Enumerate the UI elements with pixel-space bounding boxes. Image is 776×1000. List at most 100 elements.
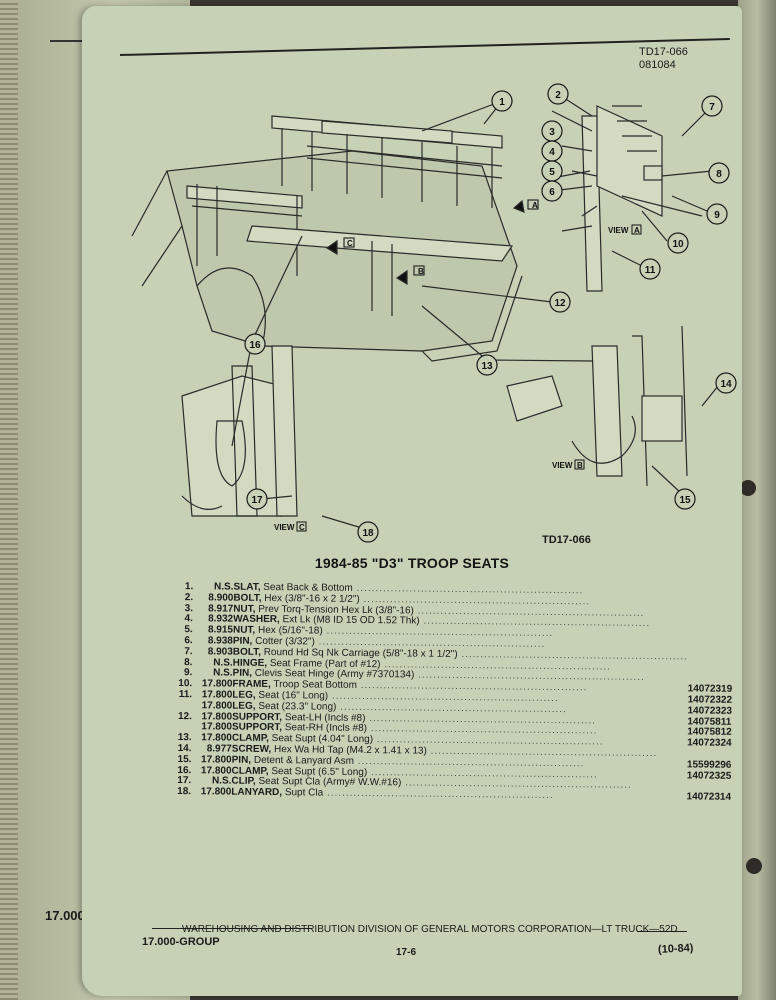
view-marker-a: A: [532, 201, 538, 210]
footer-rule-right: [637, 931, 687, 932]
view-a-label: VIEW: [608, 226, 629, 235]
part-number: [688, 663, 741, 674]
part-detail: Supt Cla: [284, 787, 324, 799]
part-name: PIN,: [232, 636, 253, 647]
parts-table: 1.N.S.SLAT, Seat Back & Bottom .........…: [172, 581, 742, 804]
part-number: 14072325: [686, 769, 732, 782]
callout-4: 4: [541, 140, 563, 162]
part-detail: Seat-RH (Incls #8): [284, 722, 368, 735]
part-name: SCREW,: [231, 744, 272, 755]
svg-text:16: 16: [249, 340, 261, 351]
part-detail: Troop Seat Bottom: [273, 679, 358, 692]
view-marker-c: C: [347, 239, 353, 248]
part-number: 14072324: [687, 737, 732, 750]
group-number: 17.800: [200, 786, 232, 798]
callout-2: 2: [547, 83, 569, 105]
item-number: 15.: [177, 753, 192, 765]
part-name: SUPPORT,: [232, 712, 283, 723]
part-name: LANYARD,: [231, 787, 283, 799]
part-detail: Seat Supt (6.5" Long): [271, 766, 368, 778]
part-detail: Seat-LH (Incls #8): [284, 712, 366, 724]
part-name: LEG,: [232, 701, 256, 712]
callout-12: 12: [549, 291, 571, 313]
part-detail: Prev Torq-Tension Hex Lk (3/8"-16): [258, 604, 414, 617]
part-number: [688, 641, 741, 652]
punch-hole: [746, 858, 762, 874]
footer-division: WAREHOUSING AND DISTRIBUTION DIVISION OF…: [182, 924, 678, 935]
part-name: SUPPORT,: [231, 722, 283, 734]
svg-text:1: 1: [499, 97, 505, 108]
footer-group: 17.000-GROUP: [142, 936, 220, 948]
part-number: [689, 598, 742, 609]
callout-16: 16: [244, 333, 266, 355]
parts-list-title: 1984-85 "D3" TROOP SEATS: [314, 555, 510, 571]
svg-text:15: 15: [679, 495, 691, 506]
callout-7: 7: [701, 95, 723, 117]
part-number: [688, 620, 741, 631]
view-b-letter: B: [577, 461, 583, 470]
part-detail: Ext Lk (M8 ID 15 OD 1.52 Thk): [282, 615, 420, 627]
part-name: SLAT,: [233, 582, 261, 593]
item-number: 11.: [178, 689, 193, 701]
callout-1: 1: [491, 90, 513, 112]
part-detail: Clevis Seat Hinge (Army #7370134): [254, 668, 415, 681]
callout-10: 10: [667, 232, 689, 254]
view-marker-b: B: [418, 267, 424, 276]
troop-seat-illustration: 1 2 3 4 5 6 7 8 9 10 11 12 13 14 15 16 1…: [131, 83, 737, 543]
svg-text:6: 6: [549, 187, 555, 198]
view-c-letter: C: [299, 523, 305, 532]
part-number: [689, 587, 742, 598]
item-number: 12.: [177, 710, 192, 722]
part-name: BOLT,: [232, 647, 261, 658]
item-number: 2.: [184, 591, 194, 603]
view-a-letter: A: [634, 226, 640, 235]
part-detail: Hex (5/16"-18): [257, 625, 323, 637]
item-number: 18.: [177, 786, 192, 798]
part-name: CLAMP,: [231, 733, 269, 745]
svg-text:8: 8: [716, 169, 722, 180]
figure-code: TD17-066: [542, 534, 591, 546]
callout-17: 17: [246, 488, 268, 510]
part-number: [688, 631, 741, 642]
svg-text:7: 7: [709, 102, 715, 113]
svg-text:10: 10: [672, 239, 684, 250]
part-name: CLIP,: [231, 776, 256, 788]
svg-text:2: 2: [555, 90, 561, 101]
part-number: [688, 652, 741, 663]
part-name: LEG,: [232, 690, 256, 701]
callout-5: 5: [541, 160, 563, 182]
part-name: WASHER,: [233, 615, 280, 626]
part-number: 14072314: [686, 791, 732, 803]
part-detail: Detent & Lanyard Asm: [253, 755, 355, 767]
callout-8: 8: [708, 162, 730, 184]
part-name: PIN,: [232, 668, 253, 680]
callout-18: 18: [357, 521, 379, 543]
callout-3: 3: [541, 120, 563, 142]
part-name: NUT,: [232, 625, 256, 637]
callout-11: 11: [639, 258, 661, 280]
callout-15: 15: [674, 488, 696, 510]
part-detail: Seat (23.3" Long): [258, 701, 337, 713]
page-stack-edge: [0, 0, 18, 1000]
part-name: PIN,: [231, 755, 252, 766]
next-page-edge: [738, 0, 776, 1000]
part-name: NUT,: [233, 604, 256, 615]
footer-rule-left: [152, 928, 312, 929]
footer-date: (10-84): [657, 942, 694, 956]
svg-text:18: 18: [362, 528, 374, 539]
svg-text:14: 14: [720, 379, 732, 390]
catalog-page: TD17-066 081084: [82, 6, 742, 996]
part-number: [688, 609, 741, 620]
part-name: CLAMP,: [231, 766, 269, 777]
part-detail: Hex (3/8"-16 x 2 1/2"): [264, 593, 360, 605]
svg-text:13: 13: [481, 361, 493, 372]
header-codes: TD17-066 081084: [639, 46, 688, 72]
view-b-label: VIEW: [552, 461, 573, 470]
svg-text:12: 12: [554, 298, 566, 309]
part-detail: Seat Back & Bottom: [263, 582, 353, 594]
part-name: BOLT,: [233, 593, 262, 604]
part-name: FRAME,: [232, 679, 271, 691]
part-detail: Hex Wa Hd Tap (M4.2 x 1.41 x 13): [273, 744, 427, 757]
part-detail: Seat Supt Cla (Army# W.W.#16): [258, 776, 402, 789]
item-number: [173, 701, 192, 712]
